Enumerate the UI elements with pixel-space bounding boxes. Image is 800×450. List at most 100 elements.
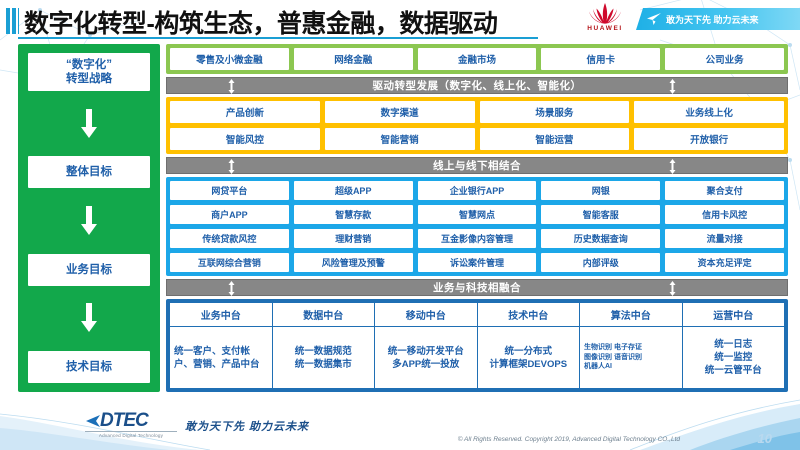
- down-arrow-icon-3: [77, 286, 101, 351]
- strategy-label-business: 业务目标: [66, 263, 112, 276]
- down-arrow-icon-2: [77, 188, 101, 253]
- channel-cell-smart-deposit[interactable]: 智慧存款: [293, 205, 413, 224]
- double-arrow-icon-right-2: [669, 159, 676, 174]
- channel-cell-corporate-bank-app[interactable]: 企业银行APP: [417, 181, 537, 200]
- header-banner: 敢为天下先 助力云未来: [636, 8, 800, 30]
- channel-row-3: 传统贷款风控 理财营销 互金影像内容管理 历史数据查询 流量对接: [170, 229, 784, 248]
- platform-col-data[interactable]: 数据中台 统一数据规范 统一数据集市: [272, 303, 375, 388]
- strategy-box-overall-goal[interactable]: 整体目标: [28, 156, 150, 189]
- transformation-cell-scenario-service[interactable]: 场景服务: [479, 101, 630, 123]
- transformation-cell-business-online[interactable]: 业务线上化: [634, 101, 784, 123]
- channel-cell-capital-adequacy[interactable]: 资本充足评定: [665, 253, 784, 272]
- double-arrow-icon-left-1: [228, 79, 235, 94]
- diagram-body: “数字化” 转型战略 整体目标 业务目标 技术目标: [18, 44, 788, 392]
- business-cell-financial-market[interactable]: 金融市场: [417, 48, 537, 70]
- platform-col-business[interactable]: 业务中台 统一客户、支付帐户、营销、产品中台: [170, 303, 273, 388]
- transformation-cell-open-banking[interactable]: 开放银行: [634, 128, 784, 150]
- connector-label-3: 业务与科技相融合: [433, 282, 521, 294]
- dtec-logo: DTEC Advanced Digital Technology 敢为天下先 助…: [85, 411, 309, 438]
- business-cell-corporate[interactable]: 公司业务: [665, 48, 784, 70]
- channel-cell-image-content-mgmt[interactable]: 互金影像内容管理: [417, 229, 537, 248]
- connector-bar-drive-transformation: 驱动转型发展（数字化、线上化、智能化）: [166, 77, 788, 94]
- platform-col-mobile[interactable]: 移动中台 统一移动开发平台 多APP统一投放: [375, 303, 478, 388]
- copyright-text: © All Rights Reserved. Copyright 2019, A…: [457, 436, 680, 443]
- business-cell-retail[interactable]: 零售及小微金融: [170, 48, 289, 70]
- transformation-row-1: 产品创新 数字渠道 场景服务 业务线上化: [170, 101, 784, 123]
- channel-cell-internal-rating[interactable]: 内部评级: [541, 253, 661, 272]
- dtec-tagline: Advanced Digital Technology: [85, 431, 177, 438]
- channel-cell-aggregate-payment[interactable]: 聚合支付: [665, 181, 784, 200]
- channel-band: 网贷平台 超级APP 企业银行APP 网银 聚合支付 商户APP 智慧存款 智慧…: [166, 177, 788, 276]
- platform-title-data: 数据中台: [272, 303, 374, 327]
- strategy-column: “数字化” 转型战略 整体目标 业务目标 技术目标: [18, 44, 160, 392]
- transformation-cell-digital-channel[interactable]: 数字渠道: [324, 101, 475, 123]
- paper-plane-icon: [647, 13, 661, 25]
- channel-cell-credit-card-risk[interactable]: 信用卡风控: [665, 205, 784, 224]
- platform-title-operation: 运营中台: [682, 303, 784, 327]
- transformation-cell-smart-operation[interactable]: 智能运营: [479, 128, 630, 150]
- platform-col-operation[interactable]: 运营中台 统一日志 统一监控 统一云管平台: [682, 303, 784, 388]
- channel-cell-risk-mgmt-alert[interactable]: 风险管理及预警: [293, 253, 413, 272]
- channel-cell-internet-marketing[interactable]: 互联网综合营销: [170, 253, 289, 272]
- channel-cell-smart-branch[interactable]: 智慧网点: [417, 205, 537, 224]
- platform-title-mobile: 移动中台: [375, 303, 477, 327]
- huawei-logo: HUAWEI: [580, 2, 630, 36]
- platform-title-algorithm: 算法中台: [580, 303, 682, 327]
- platform-col-algorithm[interactable]: 算法中台 生物识别 电子存证 图像识别 语音识别 机器人AI: [580, 303, 683, 388]
- footer-wave-decoration: [0, 399, 800, 450]
- business-cell-internet-finance[interactable]: 网络金融: [293, 48, 413, 70]
- title-accent-bars: [6, 8, 19, 34]
- huawei-wordmark: HUAWEI: [587, 25, 623, 32]
- channel-row-2: 商户APP 智慧存款 智慧网点 智能客服 信用卡风控: [170, 205, 784, 224]
- channel-cell-online-loan[interactable]: 网贷平台: [170, 181, 289, 200]
- channel-cell-super-app[interactable]: 超级APP: [293, 181, 413, 200]
- strategy-box-digital-strategy[interactable]: “数字化” 转型战略: [28, 53, 150, 91]
- strategy-label-technology: 技术目标: [66, 360, 112, 373]
- channel-cell-online-banking[interactable]: 网银: [541, 181, 661, 200]
- platform-desc-technology: 统一分布式 计算框架DEVOPS: [489, 345, 568, 370]
- slide-header: 数字化转型-构筑生态，普惠金融，数据驱动 HUAWEI 敢为天下先 助力云未来: [0, 0, 800, 40]
- dtec-wordmark: DTEC: [85, 411, 177, 430]
- channel-cell-merchant-app[interactable]: 商户APP: [170, 205, 289, 224]
- transformation-cell-smart-risk-control[interactable]: 智能风控: [170, 128, 320, 150]
- down-arrow-icon-1: [77, 91, 101, 156]
- platform-desc-mobile: 统一移动开发平台 多APP统一投放: [387, 345, 464, 370]
- title-underline: [18, 37, 538, 39]
- platform-band: 业务中台 统一客户、支付帐户、营销、产品中台 数据中台 统一数据规范 统一数据集…: [166, 299, 788, 392]
- platform-title-business: 业务中台: [170, 303, 272, 327]
- double-arrow-icon-right-3: [669, 281, 676, 296]
- channel-cell-litigation-mgmt[interactable]: 诉讼案件管理: [417, 253, 537, 272]
- connector-bar-business-tech-fusion: 业务与科技相融合: [166, 279, 788, 296]
- platform-col-technology[interactable]: 技术中台 统一分布式 计算框架DEVOPS: [477, 303, 580, 388]
- page-number: 10: [757, 431, 772, 446]
- banner-text: 敢为天下先 助力云未来: [666, 14, 759, 25]
- business-cell-credit-card[interactable]: 信用卡: [541, 48, 661, 70]
- channel-cell-traditional-loan-risk[interactable]: 传统贷款风控: [170, 229, 289, 248]
- dtec-slogan: 敢为天下先 助力云未来: [185, 421, 310, 433]
- strategy-label-line1: “数字化”: [66, 59, 112, 71]
- channel-cell-traffic-docking[interactable]: 流量对接: [665, 229, 784, 248]
- strategy-label-line2: 转型战略: [66, 73, 112, 85]
- transformation-cell-product-innovation[interactable]: 产品创新: [170, 101, 320, 123]
- double-arrow-icon-left-2: [228, 159, 235, 174]
- connector-bar-online-offline: 线上与线下相结合: [166, 157, 788, 174]
- transformation-cell-smart-marketing[interactable]: 智能营销: [324, 128, 475, 150]
- huawei-flower-icon: [589, 3, 621, 24]
- platform-desc-data: 统一数据规范 统一数据集市: [294, 345, 352, 370]
- platform-title-technology: 技术中台: [477, 303, 579, 327]
- channel-cell-history-query[interactable]: 历史数据查询: [541, 229, 661, 248]
- platform-grid: 业务中台 统一客户、支付帐户、营销、产品中台 数据中台 统一数据规范 统一数据集…: [170, 303, 784, 388]
- strategy-box-business-goal[interactable]: 业务目标: [28, 253, 150, 286]
- business-line-row: 零售及小微金融 网络金融 金融市场 信用卡 公司业务: [170, 48, 784, 70]
- platform-desc-operation: 统一日志 统一监控 统一云管平台: [704, 339, 762, 376]
- strategy-box-technology-goal[interactable]: 技术目标: [28, 350, 150, 383]
- connector-label-2: 线上与线下相结合: [433, 160, 521, 172]
- double-arrow-icon-right-1: [669, 79, 676, 94]
- slide-footer: DTEC Advanced Digital Technology 敢为天下先 助…: [0, 398, 800, 450]
- channel-cell-smart-service[interactable]: 智能客服: [541, 205, 661, 224]
- connector-label-1: 驱动转型发展（数字化、线上化、智能化）: [372, 80, 582, 92]
- transformation-row-2: 智能风控 智能营销 智能运营 开放银行: [170, 128, 784, 150]
- channel-cell-wealth-marketing[interactable]: 理财营销: [293, 229, 413, 248]
- business-line-band: 零售及小微金融 网络金融 金融市场 信用卡 公司业务: [166, 44, 788, 74]
